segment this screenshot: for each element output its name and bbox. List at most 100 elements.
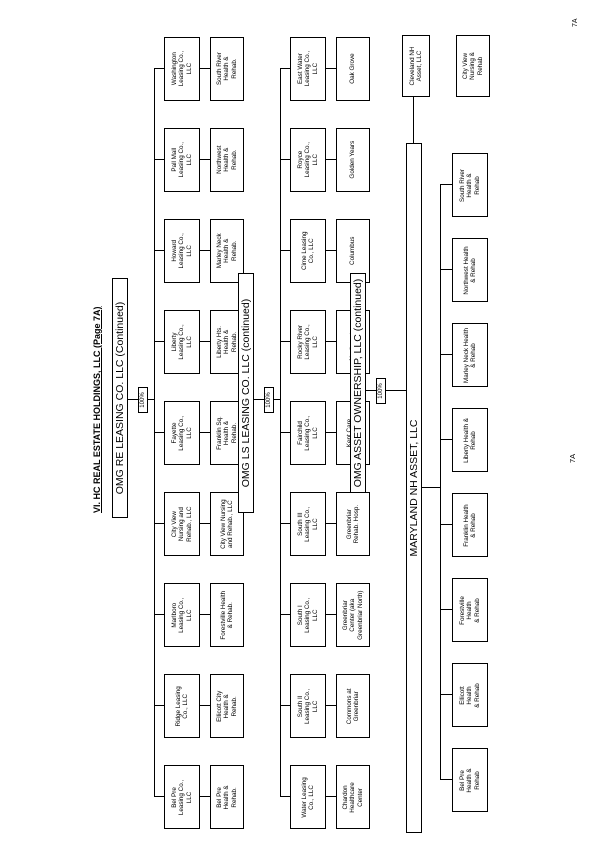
lessee-box: East Water Leasing Co., LLC (290, 36, 326, 101)
entity-box: Cleveland NH Asset, LLC (402, 35, 430, 97)
lessee-connector (154, 432, 164, 433)
lessee-box: Bel Pre Leasing Co., LLC (164, 765, 200, 830)
ownership-percent: 100% (376, 378, 386, 404)
facility-box: Golden Years (336, 127, 370, 192)
facility-connector (326, 523, 336, 525)
lessee-box: Water Leasing Co., LLC (290, 765, 326, 830)
section-header: OMG LS LEASING CO. LLC (continued) (238, 273, 254, 513)
lessee-connector (280, 614, 290, 616)
facility-connector (440, 694, 452, 696)
facility-box: Bel Pre Health & Rehab (452, 748, 488, 813)
facility-connector (440, 269, 452, 271)
facility-box: Chardon Healthcare Center (336, 765, 370, 830)
sub-header: MARYLAND NH ASSET, LLC (406, 143, 422, 833)
lessee-connector (280, 158, 290, 160)
facility-connector (200, 705, 210, 707)
facility-box: Northwest Health & Rehab (452, 238, 488, 303)
facility-box: Marley Neck Health & Rehab (452, 323, 488, 388)
facility-box: Ellicott Health & Rehab (452, 663, 488, 728)
lessee-box: Ridge Leasing Co., LLC (164, 674, 200, 739)
facility-connector (326, 158, 336, 160)
lessee-box: Rocky River Leasing Co., LLC (290, 309, 326, 374)
facility-box: Liberty Health & Rehab (452, 408, 488, 473)
facility-bus (440, 185, 441, 781)
header-connector (128, 399, 138, 400)
facility-bus-drop (422, 487, 440, 488)
lessee-box: Marlboro Leasing Co., LLC (164, 583, 200, 648)
facility-connector (326, 705, 336, 707)
facility-box: Northwest Health & Rehab. (210, 127, 244, 192)
lessee-box: City View Nursing and Rehab., LLC (164, 492, 200, 557)
lessee-box: Washington Leasing Co., LLC (164, 36, 200, 101)
facility-box: South River Health & Rehab (452, 153, 488, 218)
facility-connector (200, 158, 210, 160)
facility-box: City View Nursing & Rehab (456, 35, 490, 97)
lessee-box: Royce Leasing Co., LLC (290, 127, 326, 192)
lessee-connector (280, 249, 290, 251)
facility-connector (440, 354, 452, 356)
facility-connector (440, 779, 452, 781)
facility-connector (326, 614, 336, 616)
facility-connector (200, 614, 210, 616)
header-connector (366, 390, 376, 391)
facility-box: South River Health & Rehab. (210, 36, 244, 101)
facility-connector (326, 796, 336, 798)
lessee-box: Fayette Leasing Co., LLC (164, 401, 200, 465)
facility-connector (440, 524, 452, 526)
lessee-bus (154, 68, 155, 798)
lessee-box: Liberty Leasing Co., LLC (164, 309, 200, 374)
facility-connector (200, 432, 210, 433)
lessee-connector (154, 340, 164, 342)
facility-box: Forestville Health & Rehab (452, 578, 488, 643)
section-header: OMG RE LEASING CO. LLC (Continued) (112, 278, 128, 518)
facility-box: Franklin Health & Rehab (452, 493, 488, 558)
facility-box: Greenbriar Rehab. Hosp. (336, 492, 370, 557)
facility-connector (200, 340, 210, 342)
lessee-connector (280, 796, 290, 798)
lessee-connector (154, 67, 164, 69)
lessee-connector (280, 67, 290, 69)
facility-connector (200, 796, 210, 798)
subheader-bus (413, 97, 414, 143)
lessee-connector (154, 249, 164, 251)
facility-connector (326, 249, 336, 251)
page-title: VI. HC REAL ESTATE HOLDINGS, LLC (Page 7… (92, 306, 102, 513)
lessee-box: Pall Mall Leasing Co., LLC (164, 127, 200, 192)
facility-connector (440, 609, 452, 611)
lessee-box: Cime Leasing Co., LLC (290, 218, 326, 283)
facility-connector (200, 67, 210, 69)
lessee-box: Fairchild Leasing Co., LLC (290, 401, 326, 465)
facility-connector (440, 184, 452, 186)
pct-connector (386, 390, 406, 391)
lessee-box: South I Leasing Co., LLC (290, 583, 326, 648)
facility-connector (326, 340, 336, 342)
facility-connector (326, 67, 336, 69)
lessee-connector (154, 523, 164, 525)
facility-box: Oak Grove (336, 36, 370, 101)
lessee-connector (154, 796, 164, 798)
section-header: OMG ASSET OWNERSHIP, LLC (continued) (350, 273, 366, 493)
facility-connector (200, 523, 210, 525)
facility-box: Ellicott City Health & Rehab. (210, 674, 244, 739)
facility-box: Bel Pre Health & Rehab. (210, 765, 244, 830)
facility-connector (200, 249, 210, 251)
bottom-label: 7A (568, 453, 577, 463)
lessee-connector (280, 340, 290, 342)
facility-connector (440, 439, 452, 441)
lessee-connector (154, 705, 164, 707)
lessee-box: South II Leasing Co., LLC (290, 674, 326, 739)
header-connector (254, 399, 264, 400)
lessee-box: Howard Leasing Co., LLC (164, 218, 200, 283)
ownership-percent: 100% (264, 387, 274, 413)
facility-box: Forestville Health & Rehab. (210, 583, 244, 648)
facility-box: Greenbriar Center (aka Greenbriar North) (336, 583, 370, 648)
lessee-connector (154, 158, 164, 160)
lessee-connector (280, 432, 290, 433)
lessee-bus (280, 68, 281, 798)
lessee-connector (154, 614, 164, 616)
facility-box: Commons at Greenbriar (336, 674, 370, 739)
ownership-percent: 100% (138, 387, 148, 413)
facility-connector (326, 432, 336, 433)
page-label: 7A (572, 18, 579, 27)
